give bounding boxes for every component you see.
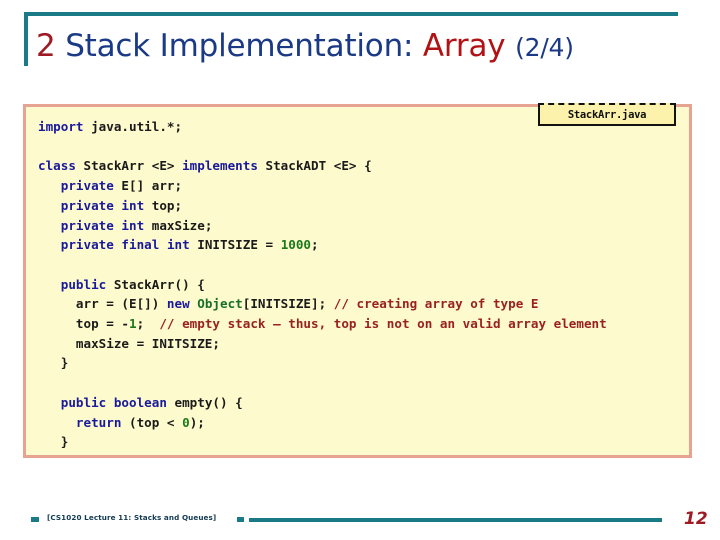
title-subpart: (2/4)	[515, 33, 574, 62]
code-token: private	[60, 178, 114, 194]
page-title: 2 Stack Implementation: Array (2/4)	[36, 20, 696, 72]
code-token: <E>	[333, 158, 357, 174]
footer-course-label: [CS1020 Lecture 11: Stacks and Queues]	[47, 513, 217, 522]
code-token	[38, 415, 76, 430]
code-token: StackADT	[257, 158, 334, 174]
code-token: maxSize = INITSIZE;	[38, 335, 220, 351]
code-token: ;	[311, 237, 319, 253]
code-token	[38, 178, 61, 193]
code-token: top = -	[38, 316, 129, 332]
code-token: StackArr() {	[106, 276, 205, 292]
code-token: boolean	[113, 394, 167, 410]
java-source-code: import java.util.*; class StackArr <E> i…	[38, 117, 607, 452]
code-token: INITSIZE =	[189, 237, 281, 253]
code-token: int	[121, 217, 145, 233]
code-token: private	[60, 237, 114, 253]
code-token: import	[38, 119, 84, 134]
code-token: [INITSIZE];	[242, 296, 334, 312]
code-token: 0	[182, 414, 190, 430]
code-token: final	[121, 237, 160, 253]
code-token	[38, 237, 61, 252]
code-token: }	[38, 355, 69, 371]
code-token: int	[166, 237, 190, 253]
code-token: ;	[136, 316, 160, 332]
code-token	[38, 277, 61, 292]
code-token: // creating array of type E	[333, 296, 539, 312]
code-token: );	[189, 414, 205, 430]
page-number: 12	[684, 509, 708, 529]
code-token	[38, 218, 61, 233]
code-token: StackArr	[75, 158, 152, 174]
code-token: java.util.*;	[83, 119, 183, 134]
code-token: private	[60, 197, 114, 213]
code-token: // empty stack – thus, top is not on an …	[159, 316, 607, 332]
code-token: <E>	[151, 158, 175, 174]
title-left-rule	[24, 12, 28, 66]
footer-square-right-icon	[237, 517, 244, 522]
code-token: public	[60, 394, 107, 410]
code-token: empty() {	[166, 394, 243, 410]
code-token: int	[121, 197, 145, 213]
code-token	[159, 237, 167, 252]
footer-rule	[249, 518, 662, 522]
code-token: public	[60, 276, 107, 292]
code-token: private	[60, 217, 114, 233]
code-token: Object	[197, 296, 243, 312]
code-token: return	[75, 414, 122, 430]
code-token: 1000	[280, 237, 312, 253]
file-name-label: StackArr.java	[538, 103, 676, 126]
code-token: new	[166, 296, 190, 312]
code-token: E[] arr;	[113, 178, 183, 194]
title-main-text: Stack Implementation:	[65, 28, 414, 64]
code-token	[175, 158, 183, 173]
code-token	[38, 198, 61, 213]
code-token: {	[356, 158, 372, 174]
code-token: (top <	[121, 414, 183, 430]
code-listing-box: import java.util.*; class StackArr <E> i…	[23, 104, 692, 458]
code-token: class	[38, 158, 76, 174]
code-token: implements	[182, 158, 258, 174]
code-token: maxSize;	[144, 217, 213, 233]
title-slide-number: 2	[36, 28, 56, 64]
code-token: top;	[144, 197, 183, 213]
code-token: }	[38, 434, 69, 450]
code-token	[38, 395, 61, 410]
title-accent-text: Array	[422, 28, 506, 64]
code-token	[106, 395, 114, 410]
code-token: 1	[129, 316, 137, 332]
footer-square-left-icon	[31, 517, 39, 522]
code-token: arr = (E[])	[38, 296, 167, 312]
title-top-rule	[24, 12, 678, 16]
